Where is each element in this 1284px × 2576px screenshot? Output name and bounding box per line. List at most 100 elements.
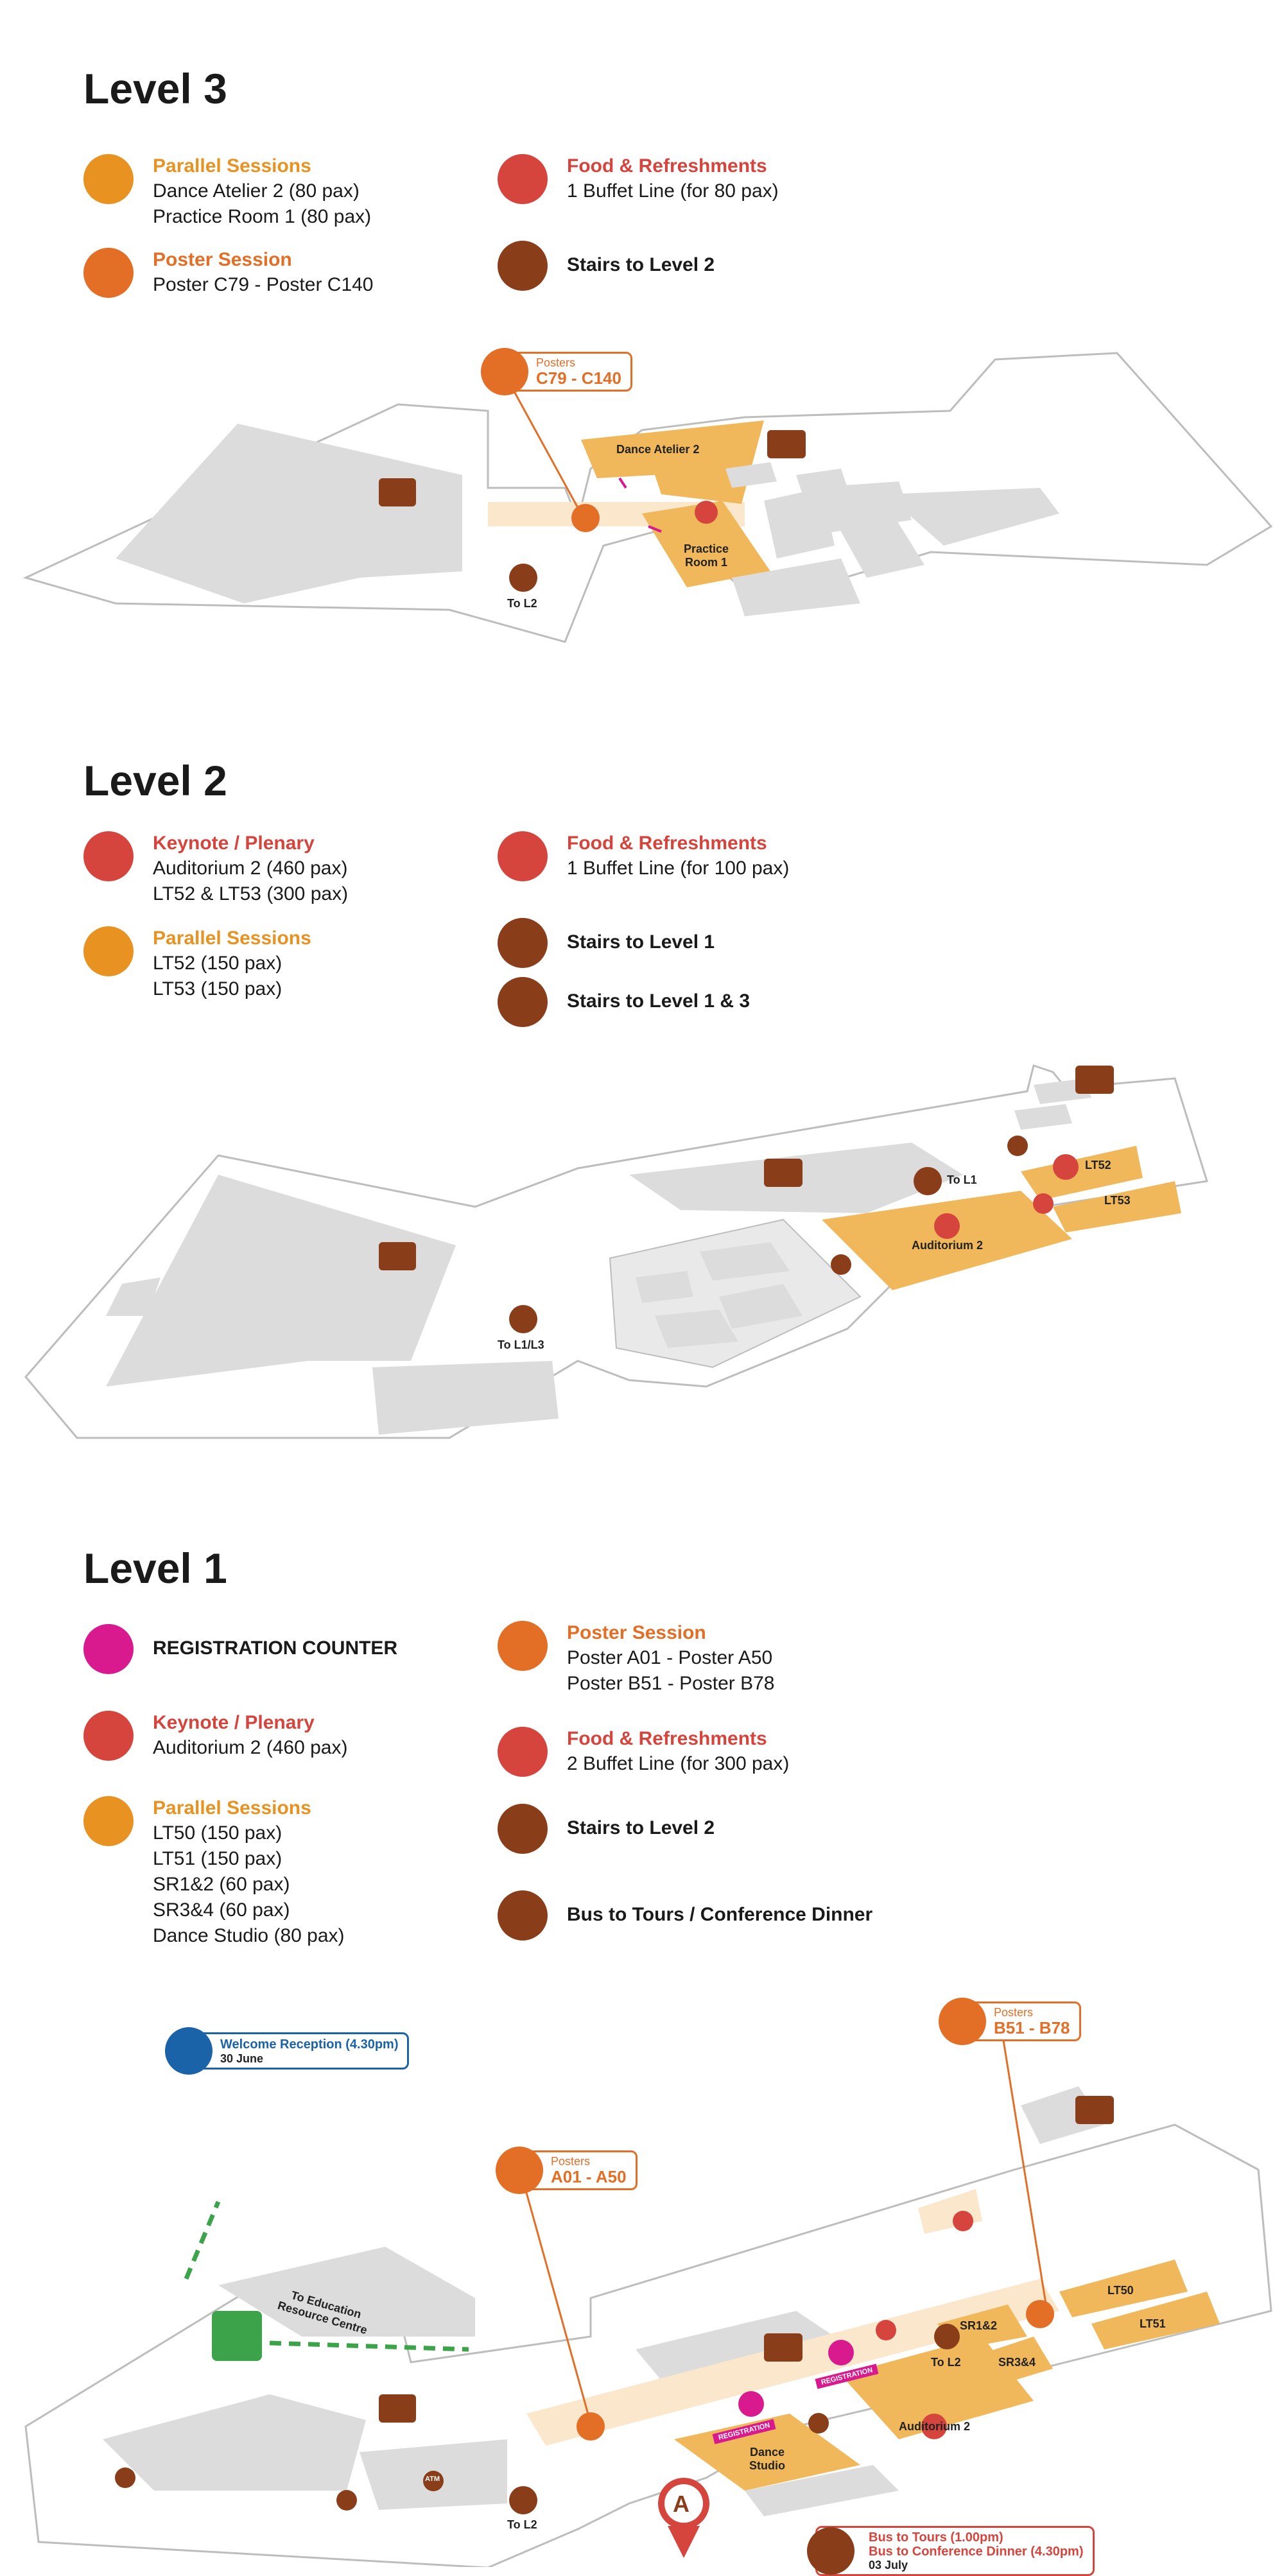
legend-bus: Bus to Tours / Conference Dinner — [498, 1890, 872, 1941]
legend-line: 2 Buffet Line (for 300 pax) — [567, 1753, 790, 1774]
legend-head: Poster Session — [567, 1622, 706, 1643]
legend-food: Food & Refreshments 1 Buffet Line (for 8… — [498, 154, 779, 204]
posters-b-callout: Posters B51 - B78 — [939, 1998, 1081, 2045]
legend-line: Poster A01 - Poster A50 — [567, 1647, 773, 1668]
legend-head: Parallel Sessions — [153, 928, 311, 949]
legend-stairs-label: Stairs to Level 2 — [567, 1817, 715, 1838]
legend-line: SR3&4 (60 pax) — [153, 1899, 290, 1921]
callout-small: Posters — [536, 356, 576, 369]
legend-stairs-2: Stairs to Level 1 & 3 — [498, 977, 750, 1027]
legend-keynote: Keynote / Plenary Auditorium 2 (460 pax) — [83, 1711, 348, 1761]
stairs-icon — [498, 918, 548, 968]
room-sr34: SR3&4 — [998, 2356, 1036, 2369]
room-sr12: SR1&2 — [960, 2319, 998, 2332]
legend-stairs-label: Stairs to Level 2 — [567, 254, 715, 275]
location-marker-a: A — [673, 2491, 690, 2517]
to-l2-label: To L2 — [931, 2356, 961, 2369]
callout-line: Bus to Conference Dinner (4.30pm) — [869, 2545, 1084, 2559]
room-dance-studio: Dance Studio — [749, 2446, 785, 2472]
stairs-icon — [498, 1804, 548, 1854]
legend-head: Parallel Sessions — [153, 1797, 311, 1819]
legend-poster-session: Poster Session Poster C79 - Poster C140 — [83, 248, 374, 298]
legend-head: Food & Refreshments — [567, 833, 767, 854]
callout-small: Posters — [994, 2006, 1034, 2019]
legend-line: Auditorium 2 (460 pax) — [153, 1737, 348, 1758]
legend-head: Keynote / Plenary — [153, 1712, 315, 1733]
bus-icon — [498, 1890, 548, 1941]
stairs-icon — [498, 977, 548, 1027]
level-3-title: Level 3 — [83, 65, 227, 112]
poster-icon — [498, 1621, 548, 1671]
legend-line: SR1&2 (60 pax) — [153, 1874, 290, 1895]
legend-head: Food & Refreshments — [567, 155, 767, 177]
room-lt52: LT52 — [1085, 1159, 1111, 1171]
poster-icon — [939, 1998, 986, 2045]
room-lt51: LT51 — [1140, 2317, 1166, 2330]
callout-big: C79 - C140 — [536, 368, 621, 388]
room-lt50: LT50 — [1107, 2284, 1134, 2297]
legend-line: Dance Atelier 2 (80 pax) — [153, 180, 360, 202]
callout-line: Bus to Tours (1.00pm) — [869, 2530, 1003, 2545]
legend-stairs-1: Stairs to Level 1 — [498, 918, 715, 968]
welcome-reception-callout: Welcome Reception (4.30pm) 30 June — [165, 2027, 410, 2075]
level-2-title: Level 2 — [83, 757, 227, 804]
callout-big: B51 - B78 — [994, 2018, 1070, 2037]
legend-head: Parallel Sessions — [153, 155, 311, 177]
legend-line: LT52 (150 pax) — [153, 953, 282, 974]
legend-line: LT52 & LT53 (300 pax) — [153, 883, 349, 904]
to-l2-label: To L2 — [507, 2518, 537, 2531]
stairs-icon — [498, 241, 548, 291]
legend-line: LT51 (150 pax) — [153, 1848, 282, 1869]
callout-small: 30 June — [220, 2052, 264, 2065]
callout-big: Welcome Reception (4.30pm) — [220, 2037, 399, 2052]
registration-icon — [83, 1624, 134, 1674]
presenter-icon — [83, 154, 134, 204]
bus-callout: Bus to Tours (1.00pm) Bus to Conference … — [807, 2526, 1095, 2576]
bus-icon — [807, 2527, 855, 2575]
level-3-map: Posters C79 - C140 Dance Atelier 2 Pract… — [0, 334, 1284, 668]
level-1-title: Level 1 — [83, 1544, 227, 1592]
fork-knife-icon — [498, 1727, 548, 1777]
legend-stairs-label: Stairs to Level 1 & 3 — [567, 990, 750, 1012]
room-dance-atelier-2: Dance Atelier 2 — [616, 443, 700, 456]
callout-small: 03 July — [869, 2559, 908, 2572]
legend-head: Poster Session — [153, 249, 292, 270]
to-l1-l3-label: To L1/L3 — [498, 1338, 544, 1351]
room-practice-room-1: Practice Room 1 — [683, 542, 729, 569]
legend-line: Auditorium 2 (460 pax) — [153, 858, 348, 879]
legend-line: Practice Room 1 (80 pax) — [153, 206, 372, 227]
legend-stairs: Stairs to Level 2 — [498, 1804, 715, 1854]
room-auditorium-2: Auditorium 2 — [912, 1239, 983, 1252]
legend-line: 1 Buffet Line (for 100 pax) — [567, 858, 790, 879]
legend-food: Food & Refreshments 1 Buffet Line (for 1… — [498, 831, 789, 881]
fork-knife-icon — [498, 154, 548, 204]
audience-icon — [83, 1711, 134, 1761]
legend-poster-session: Poster Session Poster A01 - Poster A50 P… — [498, 1621, 775, 1697]
legend-line: Poster C79 - Poster C140 — [153, 274, 374, 295]
audience-icon — [83, 831, 134, 881]
legend-line: Dance Studio (80 pax) — [153, 1925, 345, 1946]
presenter-icon — [83, 1796, 134, 1846]
callout-big: A01 - A50 — [551, 2167, 627, 2186]
legend-line: Poster B51 - Poster B78 — [567, 1673, 775, 1694]
posters-c-callout: Posters C79 - C140 — [481, 348, 632, 395]
legend-line: LT53 (150 pax) — [153, 978, 282, 999]
callout-small: Posters — [551, 2155, 591, 2168]
fork-knife-icon — [165, 2027, 213, 2075]
fork-knife-icon — [498, 831, 548, 881]
legend-line: 1 Buffet Line (for 80 pax) — [567, 180, 779, 202]
room-auditorium-2: Auditorium 2 — [899, 2420, 970, 2433]
presenter-icon — [83, 926, 134, 976]
legend-parallel-sessions: Parallel Sessions LT50 (150 pax) LT51 (1… — [83, 1796, 345, 1949]
atm-label: ATM — [425, 2475, 440, 2483]
legend-line: LT50 (150 pax) — [153, 1822, 282, 1844]
legend-head: Keynote / Plenary — [153, 833, 315, 854]
legend-parallel-sessions: Parallel Sessions Dance Atelier 2 (80 pa… — [83, 154, 371, 230]
legend-registration: REGISTRATION COUNTER — [83, 1624, 397, 1674]
to-l2-label: To L2 — [507, 597, 537, 610]
level-1-map: Welcome Reception (4.30pm) 30 June To Ed… — [0, 1977, 1284, 2576]
legend-bus-label: Bus to Tours / Conference Dinner — [567, 1904, 873, 1925]
legend-head: Food & Refreshments — [567, 1728, 767, 1749]
legend-registration-label: REGISTRATION COUNTER — [153, 1638, 398, 1659]
legend-stairs-label: Stairs to Level 1 — [567, 931, 715, 953]
